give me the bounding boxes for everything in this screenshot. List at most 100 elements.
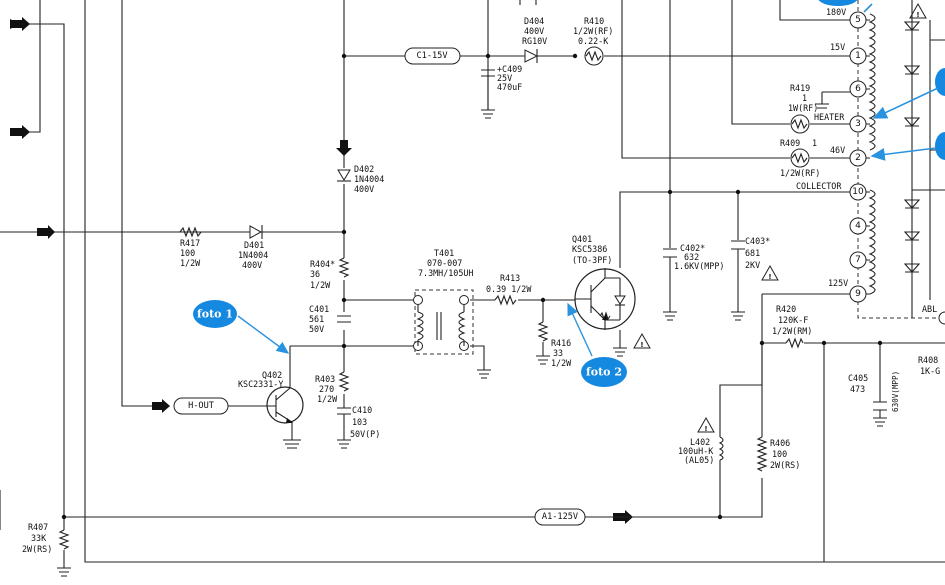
svg-text:!: ! <box>704 425 707 433</box>
ground-symbols <box>57 103 887 577</box>
svg-text:R416: R416 <box>551 338 571 348</box>
svg-text:1W(RF): 1W(RF) <box>788 103 818 113</box>
capacitor-c409: +C409 25V 470uF <box>481 64 522 119</box>
svg-text:2W(RS): 2W(RS) <box>22 544 52 554</box>
svg-text:1: 1 <box>812 138 817 148</box>
svg-text:2W(RS): 2W(RS) <box>770 460 800 470</box>
svg-text:R407: R407 <box>28 522 48 532</box>
svg-text:100uH-K: 100uH-K <box>678 446 714 456</box>
fbt-pin-4: 4 <box>855 221 861 231</box>
svg-text:L402: L402 <box>690 437 710 447</box>
svg-text:R410: R410 <box>584 16 604 26</box>
svg-text:C403*: C403* <box>745 236 770 246</box>
svg-text:R406: R406 <box>770 438 790 448</box>
svg-text:1/2W: 1/2W <box>180 258 201 268</box>
diode-d402: D402 1N4004 400V <box>336 140 384 194</box>
svg-text:632: 632 <box>684 252 699 262</box>
svg-text:103: 103 <box>352 417 367 427</box>
resistor-r407: R407 33K 2W(RS) <box>22 522 70 554</box>
svg-text:RG10V: RG10V <box>522 36 547 46</box>
fbt-pin-2: 2 <box>855 153 861 163</box>
svg-text:R403: R403 <box>315 374 335 384</box>
center-wires <box>63 0 945 568</box>
svg-text:630V(MPP): 630V(MPP) <box>891 371 900 412</box>
resistor-r406: R406 100 2W(RS) <box>756 436 800 472</box>
svg-text:46V: 46V <box>830 145 845 155</box>
svg-text:470uF: 470uF <box>497 82 522 92</box>
svg-text:50V: 50V <box>309 324 324 334</box>
svg-text:(TO-3PF): (TO-3PF) <box>572 255 612 265</box>
svg-text:1/2W(RM): 1/2W(RM) <box>772 326 812 336</box>
svg-text:125V: 125V <box>828 278 848 288</box>
fbt-pin-10: 10 <box>852 187 864 197</box>
svg-text:2KV: 2KV <box>745 260 760 270</box>
capacitor-c401: C401 561 50V <box>309 304 351 334</box>
fbt-pin-9: 9 <box>855 289 861 299</box>
svg-text:400V: 400V <box>242 260 262 270</box>
svg-text:C402*: C402* <box>680 243 705 253</box>
net-label-a1-125v: A1-125V <box>534 508 586 526</box>
svg-text:T401: T401 <box>434 248 454 258</box>
svg-text:1/2W: 1/2W <box>551 358 572 368</box>
callout-arrows-right <box>818 0 945 161</box>
svg-text:400V: 400V <box>354 184 374 194</box>
inductor-l402: L402 100uH-K (AL05) <box>678 436 724 465</box>
resistor-r403: R403 270 1/2W <box>315 371 350 404</box>
svg-text:C401: C401 <box>309 304 329 314</box>
svg-text:0.39 1/2W: 0.39 1/2W <box>486 284 532 294</box>
svg-text:33K: 33K <box>31 533 47 543</box>
resistor-r420: R420 120K-F 1/2W(RM) <box>772 304 812 349</box>
svg-text:15V: 15V <box>830 42 845 52</box>
callout-foto-1: foto 1 <box>193 300 290 354</box>
fbt-pin-6: 6 <box>855 84 861 94</box>
svg-text:681: 681 <box>745 248 760 258</box>
capacitor-c402: C402* 632 1.6KV(MPP) <box>663 243 724 271</box>
svg-text:D404: D404 <box>524 16 544 26</box>
svg-text:D402: D402 <box>354 164 374 174</box>
callout-foto-2: foto 2 <box>567 302 627 387</box>
svg-text:COLLECTOR: COLLECTOR <box>796 181 842 191</box>
fbt-pin-7: 7 <box>855 255 861 265</box>
svg-text:foto 2: foto 2 <box>586 366 622 379</box>
resistor-r419: R419 1 1W(RF) <box>788 83 818 134</box>
svg-text:561: 561 <box>309 314 324 324</box>
svg-text:1/2W(RF): 1/2W(RF) <box>780 168 820 178</box>
svg-text:R413: R413 <box>500 273 520 283</box>
flyback-transformer <box>857 0 945 325</box>
svg-text:C1-15V: C1-15V <box>416 51 447 61</box>
transistor-q402: Q402 KSC2331-Y <box>228 370 304 440</box>
svg-text:foto 1: foto 1 <box>197 308 233 321</box>
svg-text:D401: D401 <box>244 240 264 250</box>
svg-text:KSC2331-Y: KSC2331-Y <box>238 379 283 389</box>
junction-dots <box>61 53 883 520</box>
svg-text:400V: 400V <box>524 26 544 36</box>
svg-text:1: 1 <box>802 93 807 103</box>
svg-text:R408: R408 <box>918 355 938 365</box>
resistor-r417: R417 100 1/2W <box>179 226 202 268</box>
svg-text:!: ! <box>768 273 771 281</box>
capacitor-c403: C403* 681 2KV <box>731 236 770 270</box>
fbt-pins: 5 1 6 3 2 10 4 7 9 <box>849 11 870 303</box>
svg-text:36: 36 <box>310 269 320 279</box>
svg-text:KSC5386: KSC5386 <box>572 244 607 254</box>
diode-d404: D404 400V RG10V <box>519 0 547 63</box>
svg-text:Q401: Q401 <box>572 234 592 244</box>
net-label-h-out: H-OUT <box>173 397 229 415</box>
svg-text:+C409: +C409 <box>497 64 522 74</box>
svg-text:R417: R417 <box>180 238 200 248</box>
svg-text:1/2W: 1/2W <box>310 280 331 290</box>
fbt-pin-3: 3 <box>855 119 861 129</box>
svg-text:100: 100 <box>180 248 195 258</box>
svg-text:473: 473 <box>850 384 865 394</box>
svg-text:A1-125V: A1-125V <box>542 512 578 522</box>
svg-text:120K-F: 120K-F <box>778 315 808 325</box>
svg-text:1K-G: 1K-G <box>920 366 940 376</box>
transformer-t401: T401 070-007 7.3MH/105UH <box>413 248 474 355</box>
svg-text:R409: R409 <box>780 138 800 148</box>
svg-text:!: ! <box>916 11 919 19</box>
svg-text:R420: R420 <box>776 304 796 314</box>
signal-arrows <box>10 17 633 524</box>
svg-text:100: 100 <box>772 449 787 459</box>
svg-text:R419: R419 <box>790 83 810 93</box>
resistor-r409: R409 1 1/2W(RF) <box>780 138 820 178</box>
